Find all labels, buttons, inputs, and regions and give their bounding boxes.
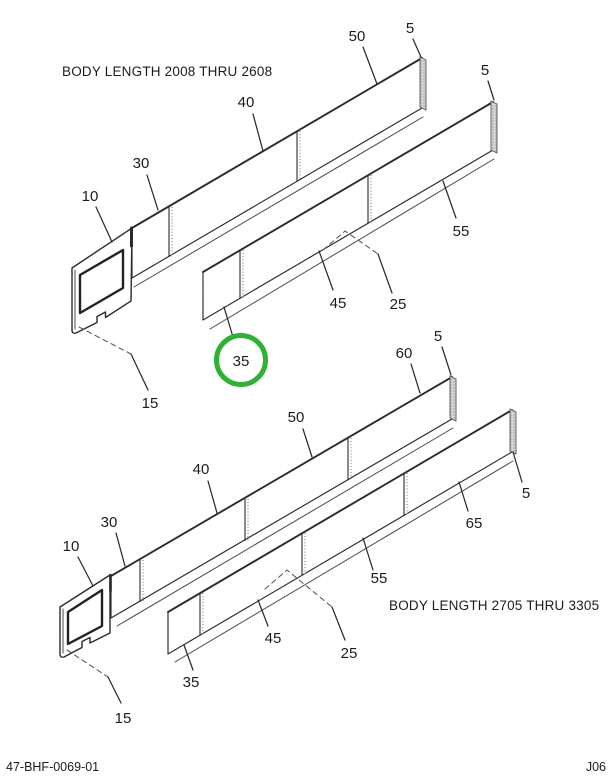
- callout-45: 45: [265, 630, 282, 647]
- leader-line-25: [377, 253, 393, 294]
- rail-flange-line: [174, 460, 514, 663]
- callout-30: 30: [133, 155, 150, 172]
- leader-line-30: [146, 174, 159, 211]
- rail-flange-line: [116, 427, 454, 627]
- rail-end-cap: [449, 375, 457, 422]
- leader-line-60: [410, 363, 421, 394]
- leader-lines: [95, 38, 495, 391]
- callout-55: 55: [453, 223, 470, 240]
- top-right-rail: [202, 100, 498, 330]
- leader-line-30: [115, 532, 126, 567]
- callouts: 10 30 40 50 5 5 55 45 25 15 35: [82, 20, 490, 412]
- rail-flange-line: [133, 116, 424, 288]
- leader-line-15: [130, 353, 149, 391]
- callout-45: 45: [330, 295, 347, 312]
- rail-top-edge: [131, 57, 423, 229]
- leader-line-35: [183, 644, 194, 671]
- front-corner-bracket: [59, 573, 112, 678]
- callout-5-left: 5: [434, 328, 442, 345]
- rail-end-cap: [419, 56, 427, 111]
- bottom-right-rail: [167, 408, 517, 663]
- footer: 47-BHF-0069-01 J06: [6, 760, 606, 774]
- callout-5-left: 5: [406, 20, 414, 37]
- leader-line-45: [257, 599, 269, 627]
- rail-flange-line: [209, 158, 495, 330]
- callout-25: 25: [341, 645, 358, 662]
- callout-35-highlighted: 35: [233, 353, 250, 370]
- bracket-window: [66, 588, 104, 646]
- rail-end-cap: [490, 100, 498, 154]
- leader-line-15: [107, 676, 122, 704]
- leader-line-10: [95, 206, 113, 243]
- leader-line-50: [302, 428, 313, 458]
- leader-line-55: [362, 537, 374, 571]
- diagram-title: BODY LENGTH 2008 THRU 2608: [62, 64, 272, 79]
- page-code: J06: [586, 760, 606, 774]
- callout-15: 15: [115, 710, 132, 727]
- bracket-window: [78, 248, 125, 315]
- callout-25: 25: [390, 296, 407, 313]
- leader-line-65: [458, 481, 469, 512]
- front-corner-bracket: [71, 226, 133, 355]
- callout-5-right: 5: [481, 62, 489, 79]
- drawing-number: 47-BHF-0069-01: [6, 760, 99, 774]
- highlight-circle: [214, 333, 268, 387]
- leader-line-5-right: [512, 451, 523, 483]
- leader-line-10: [77, 556, 94, 587]
- leader-line-50: [362, 46, 378, 85]
- leader-line-40: [252, 113, 264, 152]
- diagram-bottom: BODY LENGTH 2705 THRU 3305: [59, 328, 599, 727]
- callout-35: 35: [183, 674, 200, 691]
- rail-end-cap: [509, 408, 517, 455]
- callouts: 10 30 40 50 60 5 5 65 55 45 35 25 15: [63, 328, 531, 727]
- leader-line-25: [331, 606, 346, 641]
- callout-40: 40: [193, 461, 210, 478]
- top-left-rail: [131, 56, 427, 288]
- diagram-title: BODY LENGTH 2705 THRU 3305: [389, 598, 599, 613]
- callout-5-right: 5: [522, 485, 530, 502]
- callout-30: 30: [101, 514, 118, 531]
- bottom-left-rail: [110, 375, 457, 627]
- leader-line-35: [223, 306, 234, 338]
- callout-60: 60: [396, 345, 413, 362]
- diagram-top: BODY LENGTH 2008 THRU 2608: [62, 20, 498, 412]
- leader-line-40: [207, 480, 218, 514]
- callout-55: 55: [371, 570, 388, 587]
- callout-50: 50: [288, 409, 305, 426]
- leader-line-45: [318, 250, 334, 291]
- rail-top-edge: [167, 409, 513, 613]
- optional-splice-dashed: [322, 230, 379, 255]
- callout-15: 15: [142, 395, 159, 412]
- leader-line-5-left: [441, 346, 452, 376]
- leader-line-5-left: [412, 38, 422, 58]
- hidden-edge-dashed: [78, 326, 132, 355]
- optional-splice-dashed: [264, 569, 333, 608]
- rail-top-edge: [110, 376, 453, 577]
- callout-40: 40: [238, 94, 255, 111]
- callout-10: 10: [63, 538, 80, 555]
- leader-line-55: [442, 180, 457, 219]
- rail-top-edge: [202, 101, 494, 273]
- hidden-edge-dashed: [66, 649, 109, 678]
- callout-65: 65: [466, 515, 483, 532]
- callout-50: 50: [349, 28, 366, 45]
- leader-line-5-right: [487, 80, 495, 101]
- leader-lines: [77, 346, 523, 704]
- callout-10: 10: [82, 188, 99, 205]
